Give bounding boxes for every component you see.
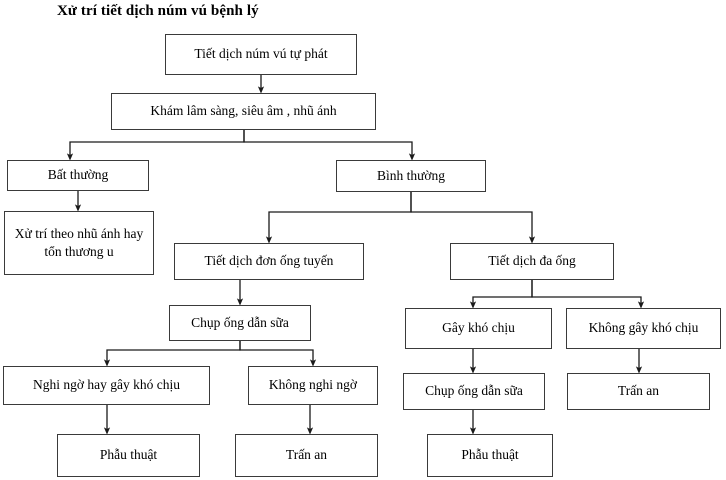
node-label: Bình thường — [376, 167, 446, 183]
node-label: Tiết dịch đa ống — [488, 253, 576, 269]
node-tiet-dich-num-vu-tu-phat[interactable]: Tiết dịch núm vú tự phát — [165, 34, 357, 75]
node-phau-thuat-left[interactable]: Phẫu thuật — [57, 434, 200, 477]
node-label: Bất thường — [47, 167, 109, 183]
node-khong-nghi-ngo[interactable]: Không nghi ngờ — [248, 366, 378, 405]
node-tiet-dich-da-ong[interactable]: Tiết dịch đa ống — [450, 243, 614, 280]
node-bat-thuong[interactable]: Bất thường — [7, 160, 149, 191]
node-label: Chụp ống dẫn sữa — [425, 383, 523, 399]
node-gay-kho-chiu[interactable]: Gây khó chịu — [405, 308, 552, 349]
node-label: Chụp ống dẫn sữa — [191, 314, 289, 330]
node-binh-thuong[interactable]: Bình thường — [336, 160, 486, 192]
node-tran-an-middle[interactable]: Trấn an — [235, 434, 378, 477]
node-tiet-dich-don-ong-tuyen[interactable]: Tiết dịch đơn ống tuyến — [174, 243, 364, 280]
page-title: Xử trí tiết dịch núm vú bệnh lý — [57, 3, 259, 19]
node-label: Không nghi ngờ — [268, 377, 358, 393]
node-label: Không gây khó chịu — [588, 320, 699, 336]
node-label: Tiết dịch đơn ống tuyến — [204, 253, 334, 269]
node-label: Phẫu thuật — [99, 447, 158, 463]
node-chup-ong-dan-sua-left[interactable]: Chụp ống dẫn sữa — [169, 305, 311, 341]
node-xu-tri-theo-nhu-anh-hay-ton-thuong-u[interactable]: Xử trí theo nhũ ánh hay tổn thương u — [4, 211, 154, 275]
node-label: Tiết dịch núm vú tự phát — [194, 46, 328, 62]
node-phau-thuat-right[interactable]: Phẫu thuật — [427, 434, 553, 477]
node-khong-gay-kho-chiu[interactable]: Không gây khó chịu — [566, 308, 721, 349]
node-chup-ong-dan-sua-right[interactable]: Chụp ống dẫn sữa — [403, 373, 545, 410]
node-label: Xử trí theo nhũ ánh hay tổn thương u — [14, 225, 144, 259]
node-kham-lam-sang-sieu-am-nhu-anh[interactable]: Khám lâm sàng, siêu âm , nhũ ánh — [111, 93, 376, 130]
node-label: Khám lâm sàng, siêu âm , nhũ ánh — [150, 103, 337, 119]
node-label: Gây khó chịu — [442, 320, 515, 336]
node-label: Nghi ngờ hay gây khó chịu — [33, 377, 180, 393]
node-label: Trấn an — [285, 447, 328, 463]
node-label: Phẫu thuật — [461, 447, 519, 463]
node-tran-an-right[interactable]: Trấn an — [567, 373, 710, 410]
node-label: Trấn an — [617, 383, 660, 399]
node-nghi-ngo-hay-gay-kho-chiu[interactable]: Nghi ngờ hay gây khó chịu — [3, 366, 210, 405]
